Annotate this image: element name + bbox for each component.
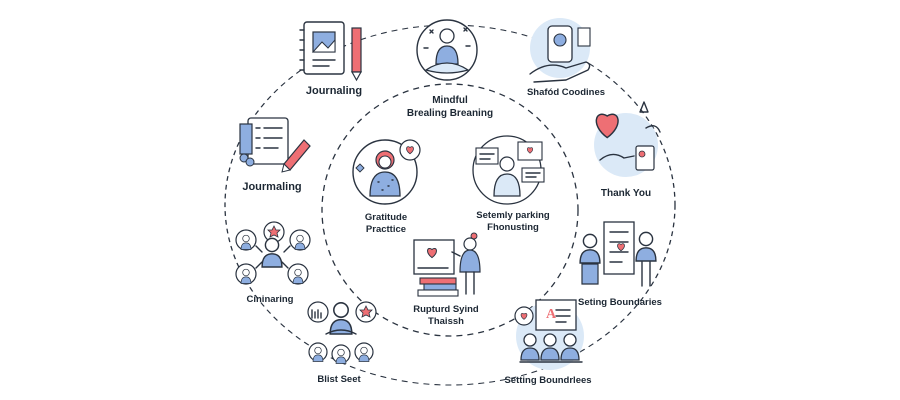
- label-mindful-1: Mindful: [432, 95, 468, 106]
- node-setting-boundrlees: A Setting Boundrlees: [504, 299, 592, 386]
- checklist-people-icon: [579, 221, 657, 287]
- notebook-pen-icon: [299, 21, 363, 82]
- presenter-books-icon: [413, 232, 481, 297]
- meditation-icon: [416, 19, 478, 81]
- node-gratitude: Gratitude Practtice: [352, 139, 421, 235]
- label-mindful-2: Brealing Breaning: [407, 108, 493, 119]
- label-gratitude-1: Gratitude: [365, 212, 407, 223]
- label-rupturd-1: Rupturd Syind: [413, 304, 479, 315]
- node-blist-seet: Blist Seet: [307, 301, 377, 385]
- node-setting-boundaries: Seting Boundaries: [578, 221, 662, 308]
- label-cininaring: Cininaring: [247, 294, 294, 305]
- label-setemly-1: Setemly parking: [476, 210, 550, 221]
- person-notes-icon: [472, 135, 545, 205]
- node-journaling-left: Jourmaling: [239, 117, 311, 193]
- label-setemly-2: Fhonusting: [487, 222, 539, 233]
- node-rupturd: Rupturd Syind Thaissh: [413, 232, 481, 327]
- label-setting-boundrlees: Setting Boundrlees: [504, 375, 591, 386]
- group-board-icon: A: [514, 299, 584, 370]
- label-shafoid: Shafód Coodines: [527, 87, 605, 98]
- node-shafoid: Shafód Coodines: [527, 18, 605, 98]
- network-people-icon: [235, 221, 311, 285]
- hand-phone-icon: [529, 18, 591, 83]
- node-setemly: Setemly parking Fhonusting: [472, 135, 550, 233]
- label-journaling-top: Journaling: [306, 85, 362, 97]
- node-mindful: Mindful Brealing Breaning: [407, 19, 493, 119]
- woman-heart-icon: [352, 139, 421, 205]
- label-journaling-left: Jourmaling: [242, 181, 301, 193]
- node-cininaring: Cininaring: [235, 221, 311, 305]
- seated-person-group-icon: [307, 301, 377, 364]
- heart-hands-icon: [594, 101, 661, 177]
- label-rupturd-2: Thaissh: [428, 316, 464, 327]
- label-thank-you: Thank You: [601, 188, 651, 199]
- node-journaling-top: Journaling: [299, 21, 363, 97]
- svg-text:A: A: [546, 307, 557, 322]
- inner-ring: [321, 83, 579, 337]
- label-gratitude-2: Practtice: [366, 224, 406, 235]
- label-blist-seet: Blist Seet: [317, 374, 361, 385]
- checklist-pencil-icon: [239, 117, 311, 173]
- label-setting-boundaries: Seting Boundaries: [578, 297, 662, 308]
- node-thank-you: Thank You: [594, 101, 661, 199]
